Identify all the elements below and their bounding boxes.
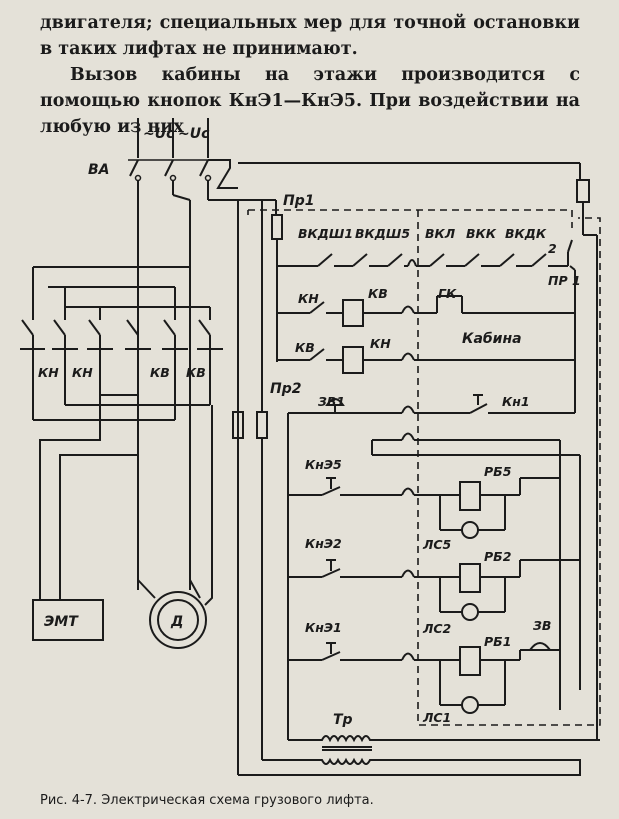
- control-bus: Пр1: [238, 162, 598, 740]
- pr1-label: ПР 1: [548, 273, 581, 288]
- breaker-label: ВА: [88, 162, 110, 178]
- zv-label: ЗВ: [533, 618, 551, 633]
- kne1-label: КнЭ1: [305, 620, 342, 635]
- tr-label: Тр: [333, 712, 353, 728]
- kne5-label: КнЭ5: [305, 457, 342, 472]
- power-supply: ~Uc ~Uc: [137, 118, 210, 158]
- rb1-label: РБ1: [484, 634, 511, 649]
- paragraph-2: Вызов кабины на этажи производится с пом…: [40, 65, 580, 137]
- contactor-contacts: КН КН КВ КВ: [20, 287, 223, 380]
- kn1-label: Кн1: [502, 394, 530, 409]
- kv-contact-label: КВ: [295, 340, 315, 355]
- cabin-label: Кабина: [462, 331, 522, 347]
- supply-label-1: ~Uc: [143, 126, 175, 142]
- kne2-label: КнЭ2: [305, 536, 342, 551]
- vkl-label: ВКЛ: [425, 226, 456, 241]
- motor-power-lines: [32, 180, 276, 775]
- relay-coils: КН КВ ГК КВ КН Кабина: [295, 265, 576, 374]
- contact-kn-2: КН: [72, 365, 93, 380]
- motor-label: Д: [170, 614, 183, 630]
- floor-button-kne5: КнЭ5 РБ5 ЛС5: [288, 457, 560, 552]
- rb5-label: РБ5: [484, 464, 512, 479]
- contact-kv-2: КВ: [186, 365, 206, 380]
- paragraph-1: двигателя; специальных мер для точной ос…: [40, 13, 580, 59]
- floor-button-kne1: КнЭ1 РБ1 ЛС1 ЗВ: [288, 618, 560, 725]
- num2-label: 2: [548, 241, 557, 256]
- ls1-label: ЛС1: [422, 710, 451, 725]
- door-switches-row: ВКДШ1 ВКДШ5 ВКЛ ВКК ВКДК 2 ПР 1: [298, 226, 581, 288]
- rb2-label: РБ2: [484, 549, 511, 564]
- cabin-boundary: [247, 209, 601, 726]
- fuse2-label: Пр2: [270, 381, 301, 397]
- brake-emt: ЭМТ: [32, 395, 138, 641]
- kn-contact-label: КН: [298, 291, 319, 306]
- ls5-label: ЛС5: [422, 537, 452, 552]
- lift-electrical-diagram: ~Uc ~Uc ВА: [20, 118, 601, 776]
- contact-kn-1: КН: [38, 365, 59, 380]
- supply-label-2: ~Uc: [178, 126, 210, 142]
- kv-coil-label: КВ: [368, 286, 388, 301]
- kn-coil-label: КН: [370, 336, 391, 351]
- floor-button-kne2: КнЭ2 РБ2 ЛС2: [288, 536, 580, 636]
- vkdk-label: ВКДК: [505, 226, 547, 241]
- ls2-label: ЛС2: [422, 621, 451, 636]
- figure-caption: Рис. 4-7. Электрическая схема грузового …: [40, 793, 374, 808]
- body-text: двигателя; специальных мер для точной ос…: [40, 10, 580, 140]
- fuse1-label: Пр1: [283, 193, 314, 209]
- motor-d: Д: [137, 405, 213, 649]
- transformer-tr: Тр: [238, 712, 600, 776]
- contact-kv-1: КВ: [150, 365, 170, 380]
- vkdsh1-label: ВКДШ1: [298, 226, 353, 241]
- gk-label: ГК: [438, 286, 457, 301]
- fuse-pr2: Пр2: [232, 200, 301, 760]
- vkdsh5-label: ВКДШ5: [355, 226, 410, 241]
- brake-label: ЭМТ: [44, 614, 79, 630]
- call-circuit: ЗВ1 Кн1: [287, 360, 581, 740]
- vkk-label: ВКК: [466, 226, 497, 241]
- breaker-va: ВА: [88, 159, 238, 189]
